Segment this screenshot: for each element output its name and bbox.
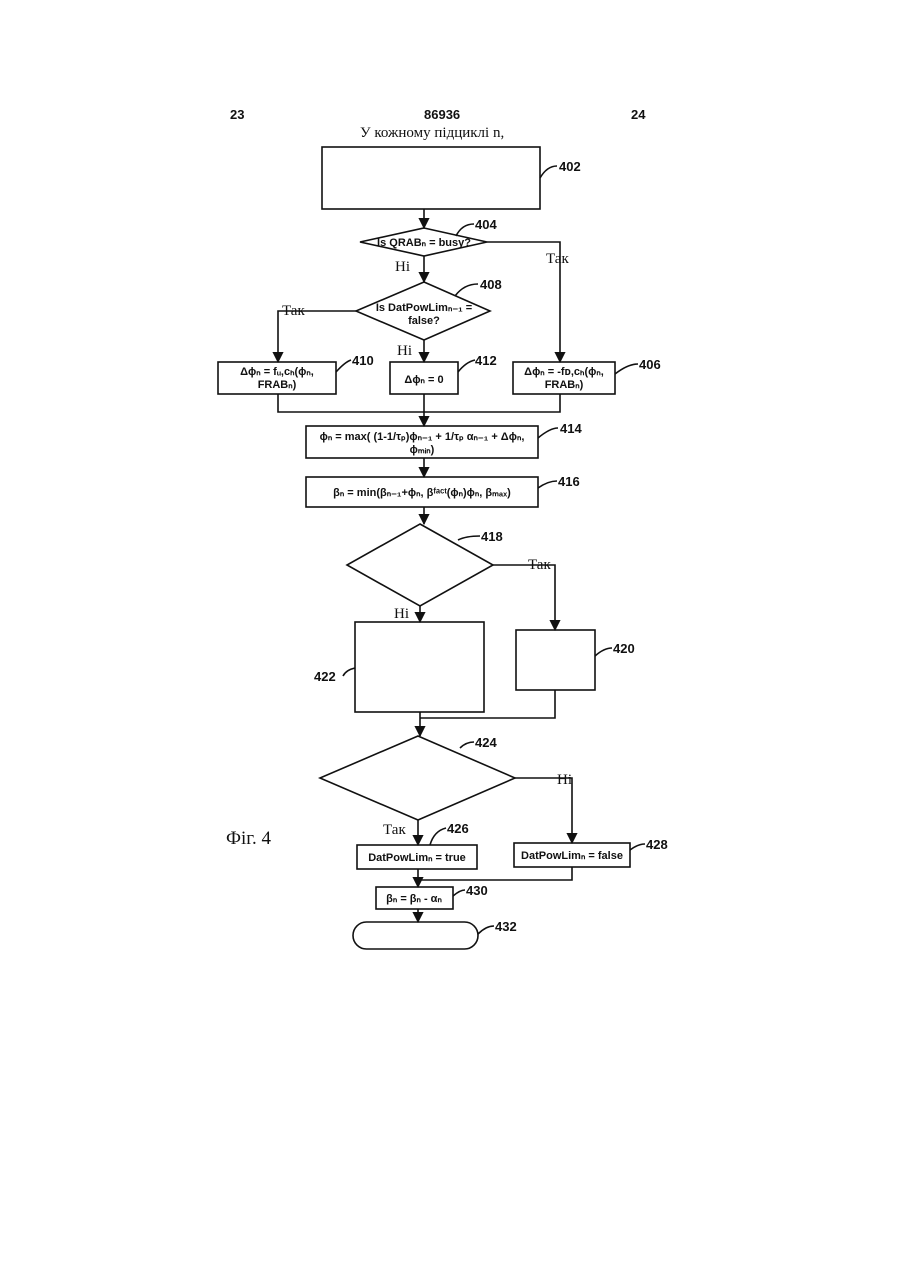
merge-line-420: [420, 690, 555, 718]
ref-418: 418: [481, 529, 503, 544]
ref-408: 408: [480, 277, 502, 292]
ref-432: 432: [495, 919, 517, 934]
terminal-432: [353, 922, 478, 949]
ref-406: 406: [639, 357, 661, 372]
box-416-text: βₙ = min(βₙ₋₁+ϕₙ, βᶠᵃᶜᵗ(ϕₙ)ϕₙ, βₘₐₓ): [333, 487, 511, 499]
leader-408: [455, 284, 478, 296]
branch-yes-408: Так: [282, 303, 305, 319]
leader-428: [630, 844, 645, 850]
ref-430: 430: [466, 883, 488, 898]
process-box-402: [322, 147, 540, 209]
decision-408-text-line2: false?: [408, 315, 440, 327]
box-412-text: Δϕₙ = 0: [404, 374, 443, 386]
box-430-text: βₙ = βₙ - αₙ: [386, 893, 442, 905]
process-box-422: [355, 622, 484, 712]
branch-yes-404: Так: [546, 251, 569, 267]
ref-424: 424: [475, 735, 497, 750]
box-414-text-line2: ϕₘᵢₙ): [410, 444, 435, 456]
box-428-text: DatPowLimₙ = false: [521, 850, 623, 862]
leader-404: [456, 224, 474, 236]
process-box-420: [516, 630, 595, 690]
branch-yes-418: Так: [528, 557, 551, 573]
leader-412: [458, 360, 475, 372]
leader-420: [595, 648, 612, 656]
ref-414: 414: [560, 421, 582, 436]
leader-410: [336, 360, 351, 372]
leader-418: [458, 536, 480, 540]
leader-416: [538, 481, 557, 488]
ref-422: 422: [314, 669, 336, 684]
ref-420: 420: [613, 641, 635, 656]
ref-410: 410: [352, 353, 374, 368]
branch-no-408: Ні: [397, 343, 412, 359]
leader-426: [430, 828, 446, 845]
box-410-text-line1: Δϕₙ = fᵤ,ᴄₕ(ϕₙ,: [240, 366, 314, 378]
ref-404: 404: [475, 217, 497, 232]
leader-432: [478, 926, 494, 934]
decision-408-text-line1: Is DatPowLimₙ₋₁ =: [376, 302, 472, 314]
ref-426: 426: [447, 821, 469, 836]
connector-418-420: [493, 565, 555, 630]
branch-no-404: Ні: [395, 259, 410, 275]
branch-no-418: Ні: [394, 606, 409, 622]
merge-line-410-406: [278, 394, 560, 412]
box-406-text-line2: FRABₙ): [545, 379, 584, 391]
ref-402: 402: [559, 159, 581, 174]
branch-yes-424: Так: [383, 822, 406, 838]
ref-416: 416: [558, 474, 580, 489]
leader-422: [343, 668, 355, 676]
leader-402: [540, 166, 557, 178]
leader-430: [453, 890, 465, 896]
box-406-text-line1: Δϕₙ = -fᴅ,ᴄₕ(ϕₙ,: [524, 366, 604, 378]
leader-414: [538, 428, 558, 438]
ref-428: 428: [646, 837, 668, 852]
box-410-text-line2: FRABₙ): [258, 379, 297, 391]
box-414-text-line1: ϕₙ = max( (1-1/τₚ)ϕₙ₋₁ + 1/τₚ αₙ₋₁ + Δϕₙ…: [320, 431, 525, 443]
decision-404-text: Is QRABₙ = busy?: [377, 237, 471, 249]
box-426-text: DatPowLimₙ = true: [368, 852, 466, 864]
leader-424: [460, 742, 474, 748]
leader-406: [615, 364, 638, 374]
ref-412: 412: [475, 353, 497, 368]
branch-no-424: Ні: [557, 772, 572, 788]
